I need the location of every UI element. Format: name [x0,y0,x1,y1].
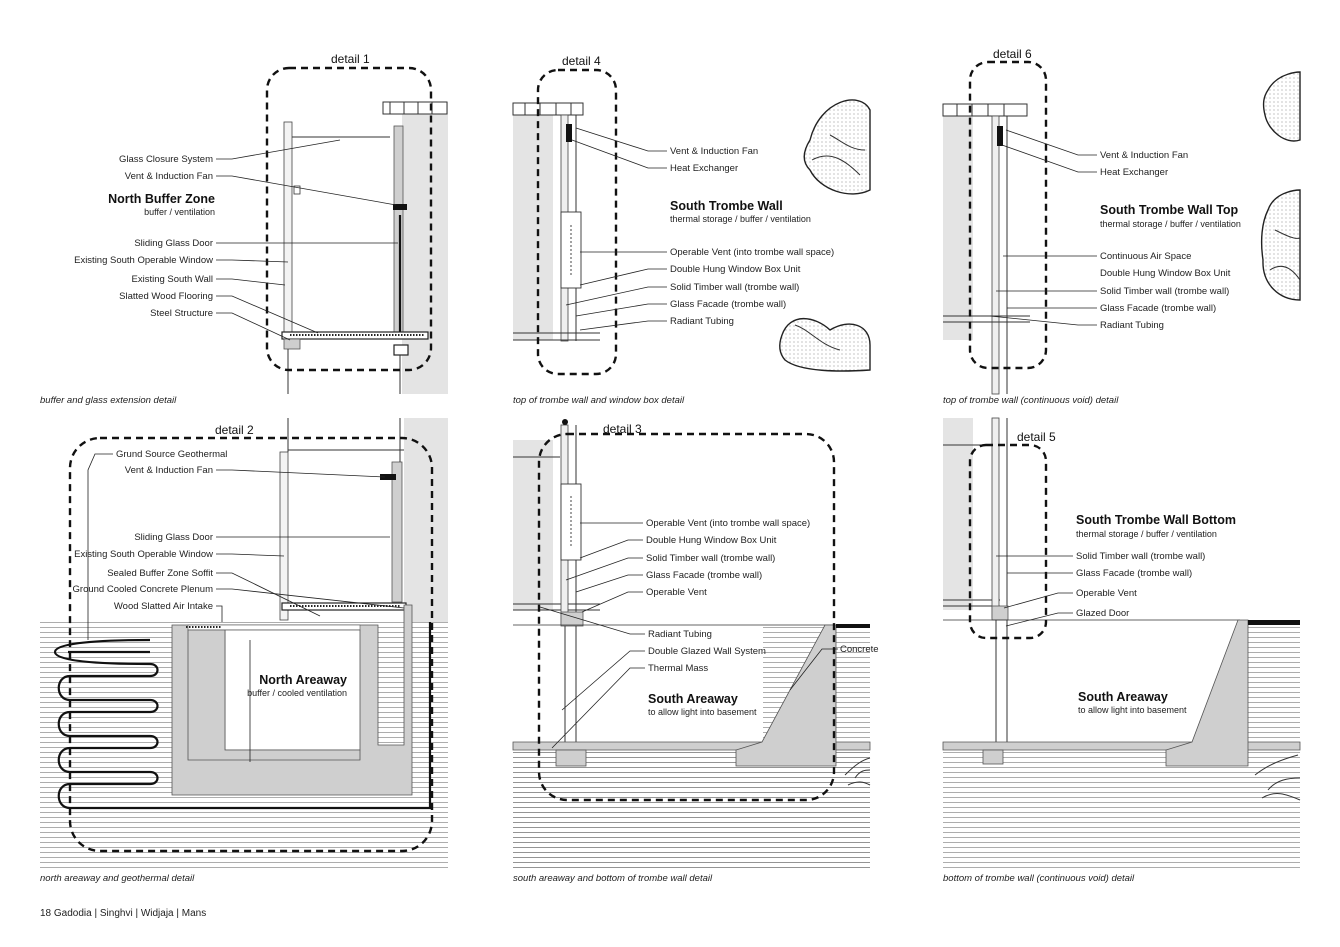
label-continuous-air-space: Continuous Air Space [1100,251,1191,262]
label-heat-exchanger-2: Heat Exchanger [1100,167,1168,178]
title-south-trombe-wall: South Trombe Wall [670,199,783,213]
title-north-areaway: North Areaway [259,673,347,687]
label-radiant-tubing-2: Radiant Tubing [1100,320,1164,331]
label-heat-exchanger: Heat Exchanger [670,163,738,174]
panel-south-trombe-wall: detail 4 Vent & Induction Fan Heat Excha… [512,54,871,406]
geothermal-loop-pipe [53,622,432,810]
label-vent-induction-fan-4: Vent & Induction Fan [125,465,213,476]
label-solid-timber-wall-3: Solid Timber wall (trombe wall) [646,553,775,564]
caption-panel-1: buffer and glass extension detail [40,395,177,406]
caption-panel-4: north areaway and geothermal detail [40,873,195,884]
label-operable-vent-2: Operable Vent [1076,588,1137,599]
label-vent-induction-fan: Vent & Induction Fan [125,171,213,182]
label-operable-vent: Operable Vent [646,587,707,598]
detail-4-label: detail 4 [562,54,601,68]
label-solid-timber-wall-4: Solid Timber wall (trombe wall) [1076,551,1205,562]
label-steel-structure: Steel Structure [150,308,213,319]
caption-panel-5: south areaway and bottom of trombe wall … [513,873,713,884]
label-grund-source-geothermal: Grund Source Geothermal [116,449,227,460]
label-sliding-glass-door-2: Sliding Glass Door [134,532,213,543]
tree-sketch-icon-3 [1260,189,1301,301]
subtitle-south-areaway: to allow light into basement [648,707,757,717]
subtitle-south-trombe-wall-bottom: thermal storage / buffer / ventilation [1076,529,1217,539]
title-south-trombe-wall-top: South Trombe Wall Top [1100,203,1239,217]
tree-sketch-icon [803,99,871,195]
detail-3-label: detail 3 [603,422,642,436]
label-ground-cooled-concrete-plenum: Ground Cooled Concrete Plenum [73,584,214,595]
detail-2-label: detail 2 [215,423,254,437]
label-operable-vent-trombe-2: Operable Vent (into trombe wall space) [646,518,810,529]
label-glazed-door: Glazed Door [1076,608,1129,619]
panel-north-buffer-zone: detail 1 Glass Closure System Vent & Ind… [40,52,448,406]
caption-panel-6: bottom of trombe wall (continuous void) … [943,873,1135,884]
label-glass-closure-system: Glass Closure System [119,154,213,165]
caption-panel-2: top of trombe wall and window box detail [513,395,685,406]
panel-south-trombe-wall-bottom: detail 5 Solid Timber wall (trombe wall)… [942,417,1301,884]
root-sketch-icon [844,757,871,786]
label-existing-south-operable-window: Existing South Operable Window [74,255,213,266]
label-slatted-wood-flooring: Slatted Wood Flooring [119,291,213,302]
label-double-hung-window-box-2: Double Hung Window Box Unit [1100,268,1231,279]
label-concrete: Concrete [840,644,879,655]
subtitle-north-areaway: buffer / cooled ventilation [247,688,347,698]
tree-sketch-icon-2 [1262,71,1301,142]
label-double-glazed-wall-system: Double Glazed Wall System [648,646,766,657]
panel-north-areaway: detail 2 Grund Source Geothermal Vent & … [40,418,448,884]
detail-1-label: detail 1 [331,52,370,66]
label-thermal-mass: Thermal Mass [648,663,708,674]
label-sliding-glass-door: Sliding Glass Door [134,238,213,249]
subtitle-north-buffer-zone: buffer / ventilation [144,207,215,217]
title-south-areaway-2: South Areaway [1078,690,1168,704]
label-operable-vent-trombe: Operable Vent (into trombe wall space) [670,247,834,258]
detail-5-label: detail 5 [1017,430,1056,444]
label-glass-facade-3: Glass Facade (trombe wall) [646,570,762,581]
title-south-trombe-wall-bottom: South Trombe Wall Bottom [1076,513,1236,527]
root-sketch-icon-2 [1254,754,1301,801]
label-glass-facade: Glass Facade (trombe wall) [670,299,786,310]
caption-panel-3: top of trombe wall (continuous void) det… [943,395,1119,406]
page-footer: 18 Gadodia | Singhvi | Widjaja | Mans [40,908,206,919]
shrub-sketch-icon [779,318,871,372]
label-glass-facade-4: Glass Facade (trombe wall) [1076,568,1192,579]
label-wood-slatted-air-intake: Wood Slatted Air Intake [114,601,213,612]
label-solid-timber-wall: Solid Timber wall (trombe wall) [670,282,799,293]
label-existing-south-wall: Existing South Wall [132,274,214,285]
label-existing-south-operable-window-2: Existing South Operable Window [74,549,213,560]
label-glass-facade-2: Glass Facade (trombe wall) [1100,303,1216,314]
label-solid-timber-wall-2: Solid Timber wall (trombe wall) [1100,286,1229,297]
title-north-buffer-zone: North Buffer Zone [108,192,215,206]
label-double-hung-window-box-3: Double Hung Window Box Unit [646,535,777,546]
panel-south-trombe-wall-top: detail 6 Vent & Induction Fan Heat Excha… [942,47,1301,406]
subtitle-south-trombe-wall: thermal storage / buffer / ventilation [670,214,811,224]
label-vent-induction-fan-3: Vent & Induction Fan [1100,150,1188,161]
panel-south-areaway: detail 3 Operable Vent (into trombe wall… [512,419,879,884]
subtitle-south-areaway-2: to allow light into basement [1078,705,1187,715]
label-radiant-tubing: Radiant Tubing [670,316,734,327]
detail-6-label: detail 6 [993,47,1032,61]
label-double-hung-window-box: Double Hung Window Box Unit [670,264,801,275]
subtitle-south-trombe-wall-top: thermal storage / buffer / ventilation [1100,219,1241,229]
label-sealed-buffer-zone-soffit: Sealed Buffer Zone Soffit [107,568,213,579]
label-vent-induction-fan-2: Vent & Induction Fan [670,146,758,157]
title-south-areaway: South Areaway [648,692,738,706]
label-radiant-tubing-3: Radiant Tubing [648,629,712,640]
